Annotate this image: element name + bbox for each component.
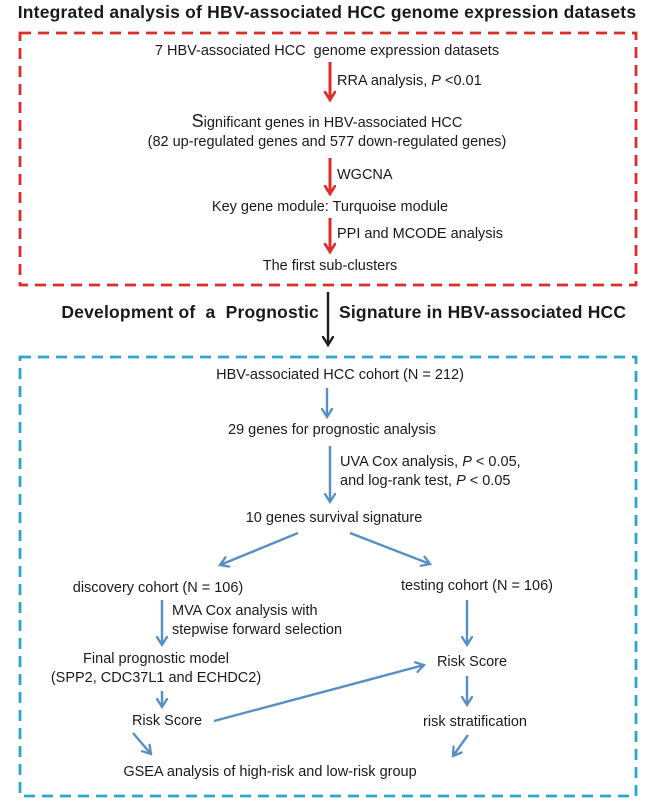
label-uva1-post: < 0.05, (471, 454, 521, 470)
node-testing-cohort: testing cohort (N = 106) (401, 578, 553, 594)
node-significant-genes-rest: ignificant genes in HBV-associated HCC (203, 115, 463, 131)
arrow-stratification-gsea (453, 734, 469, 756)
node-risk-stratification: risk stratification (423, 714, 527, 730)
node-hcc-cohort: HBV-associated HCC cohort (N = 212) (216, 367, 464, 383)
node-29-genes: 29 genes for prognostic analysis (228, 422, 436, 438)
label-uva2-post: < 0.05 (465, 473, 511, 489)
label-mva-line1: MVA Cox analysis with (172, 603, 318, 619)
label-uva-cox: UVA Cox analysis, P < 0.05,and log-rank … (340, 453, 521, 491)
node-key-module: Key gene module: Turquoise module (211, 199, 449, 215)
node-significant-genes-cap: S (191, 111, 204, 131)
label-wgcna: WGCNA (337, 167, 393, 183)
label-uva1-pvalue-symbol: P (462, 454, 472, 470)
label-mva-cox: MVA Cox analysis with stepwise forward se… (172, 602, 342, 640)
arrow-riskscore-gsea (132, 732, 151, 754)
node-risk-score-left: Risk Score (131, 713, 203, 729)
label-uva-line1: UVA Cox analysis, P < 0.05, (340, 453, 521, 472)
arrow-split-discovery (220, 531, 299, 565)
figure-title: Integrated analysis of HBV-associated HC… (17, 2, 637, 22)
node-significant-genes-line2: (82 up-regulated genes and 577 down-regu… (147, 134, 507, 150)
label-rra-pvalue-symbol: P (431, 73, 441, 89)
label-uva-line2: and log-rank test, P < 0.05 (340, 472, 521, 491)
label-uva2-pvalue-symbol: P (456, 473, 466, 489)
label-rra-post: <0.01 (440, 73, 482, 89)
node-risk-score-right: Risk Score (436, 654, 508, 670)
red-dashed-box (18, 31, 638, 287)
divider-title-left: Development of a Prognostic (61, 302, 319, 322)
node-final-model-line1: Final prognostic model (83, 651, 229, 667)
node-discovery-cohort: discovery cohort (N = 106) (72, 580, 244, 596)
label-rra-pre: RRA analysis, (337, 73, 432, 89)
node-gsea: GSEA analysis of high-risk and low-risk … (123, 764, 417, 780)
node-significant-genes-line1: Significant genes in HBV-associated HCC (148, 112, 507, 133)
node-final-model-line2: (SPP2, CDC37L1 and ECHDC2) (50, 670, 262, 686)
label-mva-line2: stepwise forward selection (172, 622, 343, 638)
label-uva2-pre: and log-rank test, (340, 473, 457, 489)
node-datasets: 7 HBV-associated HCC genome expression d… (154, 43, 500, 59)
label-rra-analysis: RRA analysis, P <0.01 (337, 72, 482, 91)
node-significant-genes: Significant genes in HBV-associated HCC(… (148, 112, 507, 152)
divider-title-right: Signature in HBV-associated HCC (339, 302, 627, 322)
blue-dashed-box (18, 355, 638, 798)
arrow-split-testing (349, 531, 430, 564)
node-subclusters: The first sub-clusters (262, 258, 398, 274)
node-10-genes-signature: 10 genes survival signature (245, 510, 423, 526)
node-final-model: Final prognostic model (SPP2, CDC37L1 and… (51, 650, 261, 688)
arrow-riskscore-left-to-right (213, 665, 424, 723)
label-ppi-mcode: PPI and MCODE analysis (337, 226, 504, 242)
label-uva1-pre: UVA Cox analysis, (340, 454, 463, 470)
